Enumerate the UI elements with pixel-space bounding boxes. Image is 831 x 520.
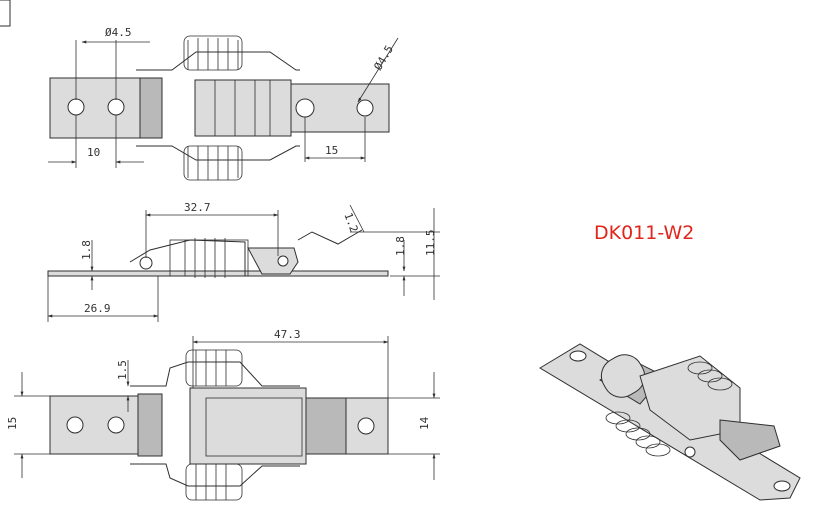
bottom-view: 47.3 1.5 15 14 bbox=[6, 328, 440, 501]
dim-bottom-width-right: 14 bbox=[418, 416, 431, 430]
dim-hole-dia-left: Ø4.5 bbox=[105, 26, 132, 39]
part-code-label: DK011-W2 bbox=[594, 222, 695, 244]
iso-spring bbox=[605, 361, 733, 457]
isometric-render bbox=[539, 343, 801, 501]
frame-corner bbox=[0, 0, 11, 27]
dim-slot-offset: 15 bbox=[325, 144, 338, 157]
top-view: Ø4.5 Ø4.5 10 15 bbox=[48, 26, 399, 181]
dim-side-height: 11.5 bbox=[424, 230, 437, 257]
spring-top bbox=[183, 35, 243, 71]
mount-hole bbox=[67, 98, 85, 116]
spring-bottom bbox=[183, 145, 243, 181]
mount-hole bbox=[107, 98, 125, 116]
dim-bottom-gap: 1.5 bbox=[116, 360, 129, 380]
hook-hole bbox=[356, 99, 374, 117]
bottom-latch-body bbox=[189, 387, 307, 465]
dim-bottom-length: 47.3 bbox=[274, 328, 301, 341]
iso-cylinder bbox=[600, 354, 646, 398]
dim-side-base: 26.9 bbox=[84, 302, 111, 315]
dim-hole-dia-right: Ø4.5 bbox=[372, 43, 397, 72]
side-view: 32.7 1.2 1.8 1.8 11.5 26.9 bbox=[47, 201, 440, 322]
dim-thickness-right: 1.8 bbox=[394, 236, 407, 256]
dim-thickness-left: 1.8 bbox=[80, 240, 93, 260]
dim-side-angle: 1.2 bbox=[341, 211, 360, 234]
dim-side-length: 32.7 bbox=[184, 201, 211, 214]
latch-body bbox=[194, 79, 292, 137]
dim-bottom-width-left: 15 bbox=[6, 417, 19, 430]
spring-bottom-view-bottom bbox=[185, 463, 243, 501]
side-base bbox=[47, 270, 389, 277]
spring-bottom-view-top bbox=[185, 349, 243, 387]
dim-hole-pitch: 10 bbox=[87, 146, 100, 159]
